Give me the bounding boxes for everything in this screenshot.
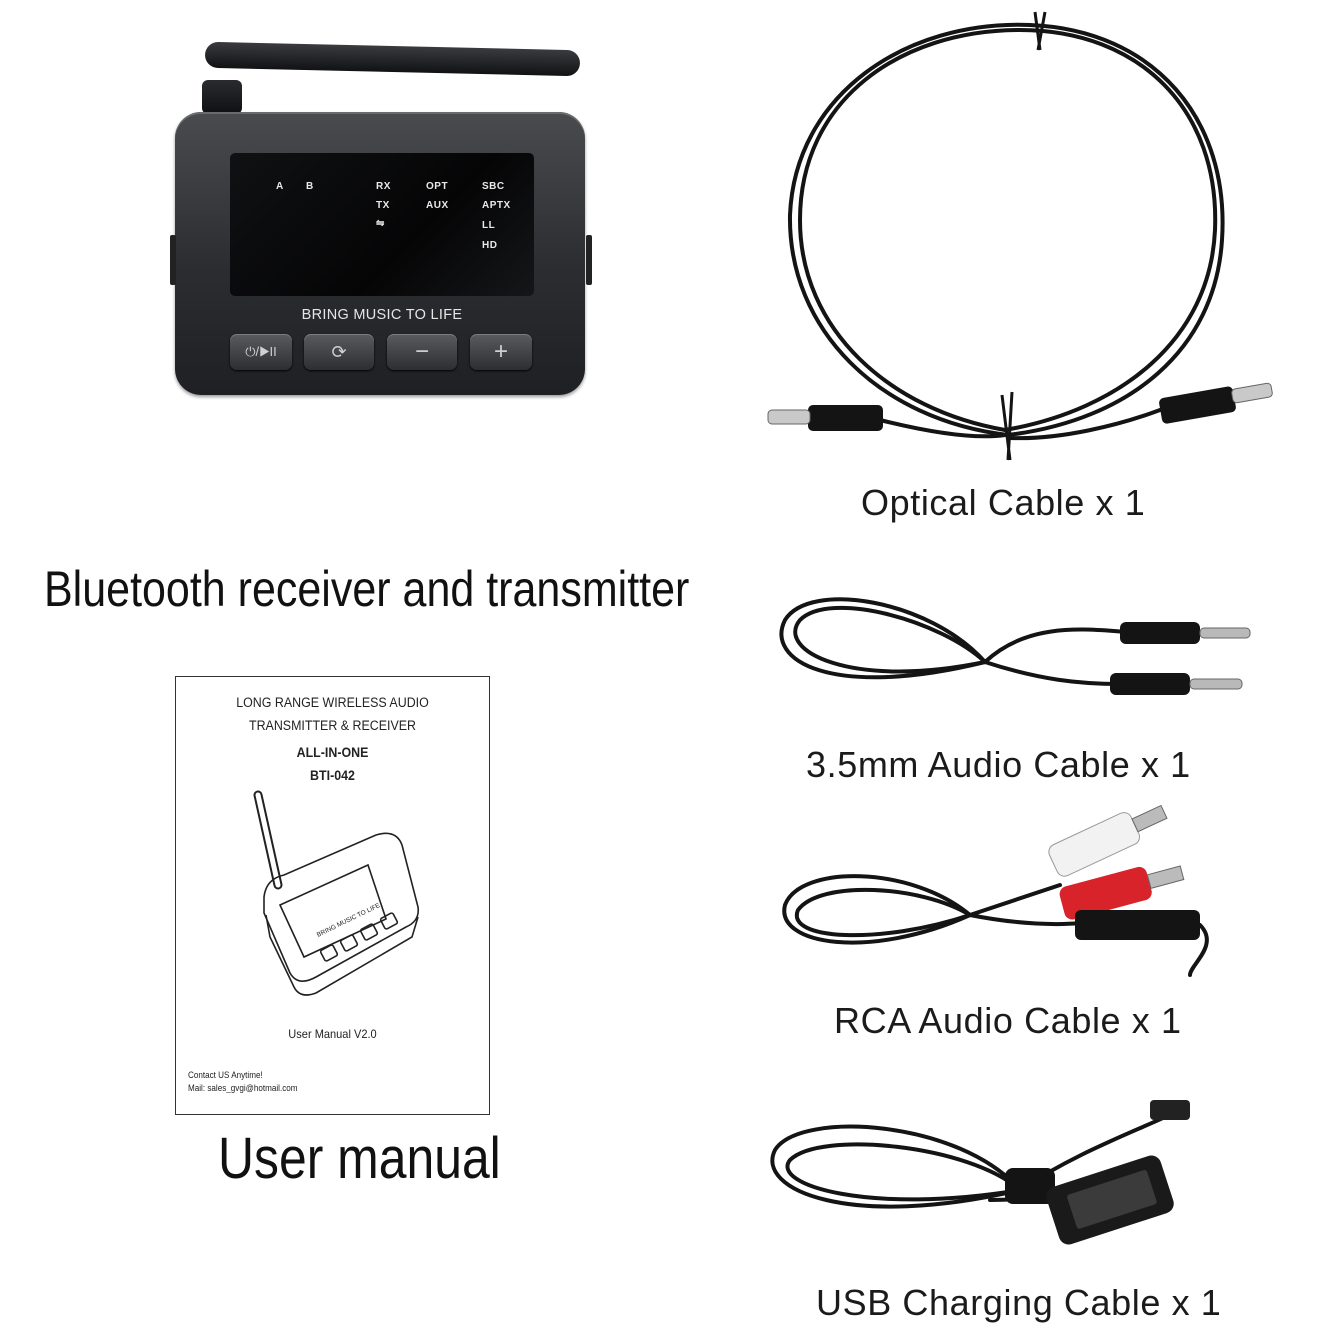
manual-sketch-tagline: BRING MUSIC TO LIFE xyxy=(316,902,382,939)
device-screen: A B RX TX ⇋ OPT AUX SBC APTX LL HD xyxy=(230,153,534,296)
optical-cable-label: Optical Cable x 1 xyxy=(861,482,1146,523)
manual-subtitle: ALL-IN-ONE xyxy=(296,745,369,760)
volume-up-button: + xyxy=(470,334,532,370)
screen-label-sbc: SBC xyxy=(482,181,505,192)
screen-label-aptx: APTX xyxy=(482,200,511,211)
usb-cable-photo xyxy=(770,1100,1190,1245)
device-tagline: BRING MUSIC TO LIFE xyxy=(301,307,463,323)
screen-label-aux: AUX xyxy=(426,200,449,211)
optical-cable-photo xyxy=(767,11,1273,461)
rca-cable-photo xyxy=(782,804,1209,977)
user-manual-booklet: LONG RANGE WIRELESS AUDIO TRANSMITTER & … xyxy=(175,676,490,1115)
audio-35mm-cable-photo xyxy=(779,597,1251,695)
manual-title-line2: TRANSMITTER & RECEIVER xyxy=(248,718,417,733)
screen-label-a: A xyxy=(276,181,284,192)
manual-title-line1: LONG RANGE WIRELESS AUDIO xyxy=(236,695,429,710)
mode-button: ⟳ xyxy=(304,334,374,370)
manual-device-sketch: BRING MUSIC TO LIFE xyxy=(253,790,420,996)
manual-contact-line1: Contact US Anytime! xyxy=(188,1070,263,1080)
screen-label-tx: TX xyxy=(376,200,390,211)
screen-label-arrows: ⇋ xyxy=(376,218,385,229)
screen-label-hd: HD xyxy=(482,240,498,251)
manual-contact-line2: Mail: sales_gvgi@hotmail.com xyxy=(188,1083,298,1093)
bluetooth-device-photo: A B RX TX ⇋ OPT AUX SBC APTX LL HD BRING… xyxy=(150,20,610,410)
device-caption: Bluetooth receiver and transmitter xyxy=(44,561,690,617)
manual-version: User Manual V2.0 xyxy=(288,1027,377,1041)
antenna-base xyxy=(202,80,242,114)
device-antenna xyxy=(204,41,581,77)
usb-cable-label: USB Charging Cable x 1 xyxy=(816,1282,1222,1323)
device-side-button-right xyxy=(586,235,592,285)
audio-35mm-cable-label: 3.5mm Audio Cable x 1 xyxy=(806,744,1191,785)
screen-label-opt: OPT xyxy=(426,181,449,192)
manual-caption: User manual xyxy=(218,1126,501,1191)
volume-down-button: − xyxy=(387,334,457,370)
manual-model: BTI-042 xyxy=(310,768,355,783)
device-side-button-left xyxy=(170,235,176,285)
rca-cable-label: RCA Audio Cable x 1 xyxy=(834,1000,1182,1041)
screen-label-rx: RX xyxy=(376,181,391,192)
screen-label-b: B xyxy=(306,181,314,192)
power-play-button: ⏻/▶II xyxy=(230,334,292,370)
screen-label-ll: LL xyxy=(482,220,496,231)
